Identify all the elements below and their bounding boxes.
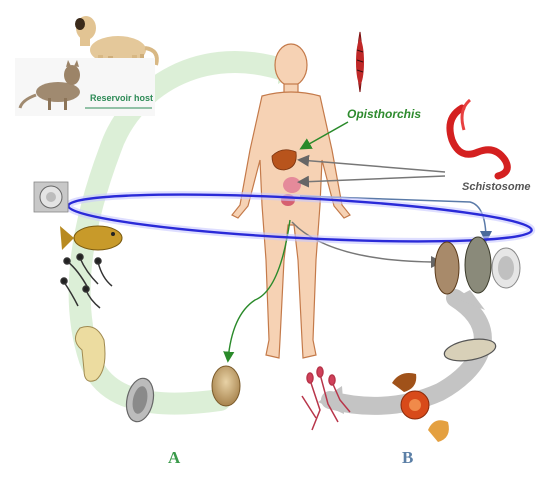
fluke-icon bbox=[356, 32, 364, 92]
cycle-a-label: A bbox=[168, 448, 180, 468]
reservoir-host-label: Reservoir host bbox=[90, 93, 153, 103]
miracidium-icon bbox=[443, 336, 498, 365]
cat-image bbox=[15, 58, 155, 116]
schistosome-label: Schistosome bbox=[462, 181, 530, 193]
opisthorchis-label: Opisthorchis bbox=[347, 107, 421, 121]
fish-icon bbox=[60, 226, 122, 250]
schistosome-eggs bbox=[435, 237, 520, 294]
schistosome-worm-icon bbox=[450, 100, 507, 176]
metacercaria-icon bbox=[34, 182, 68, 212]
cycle-b-label: B bbox=[402, 448, 413, 468]
